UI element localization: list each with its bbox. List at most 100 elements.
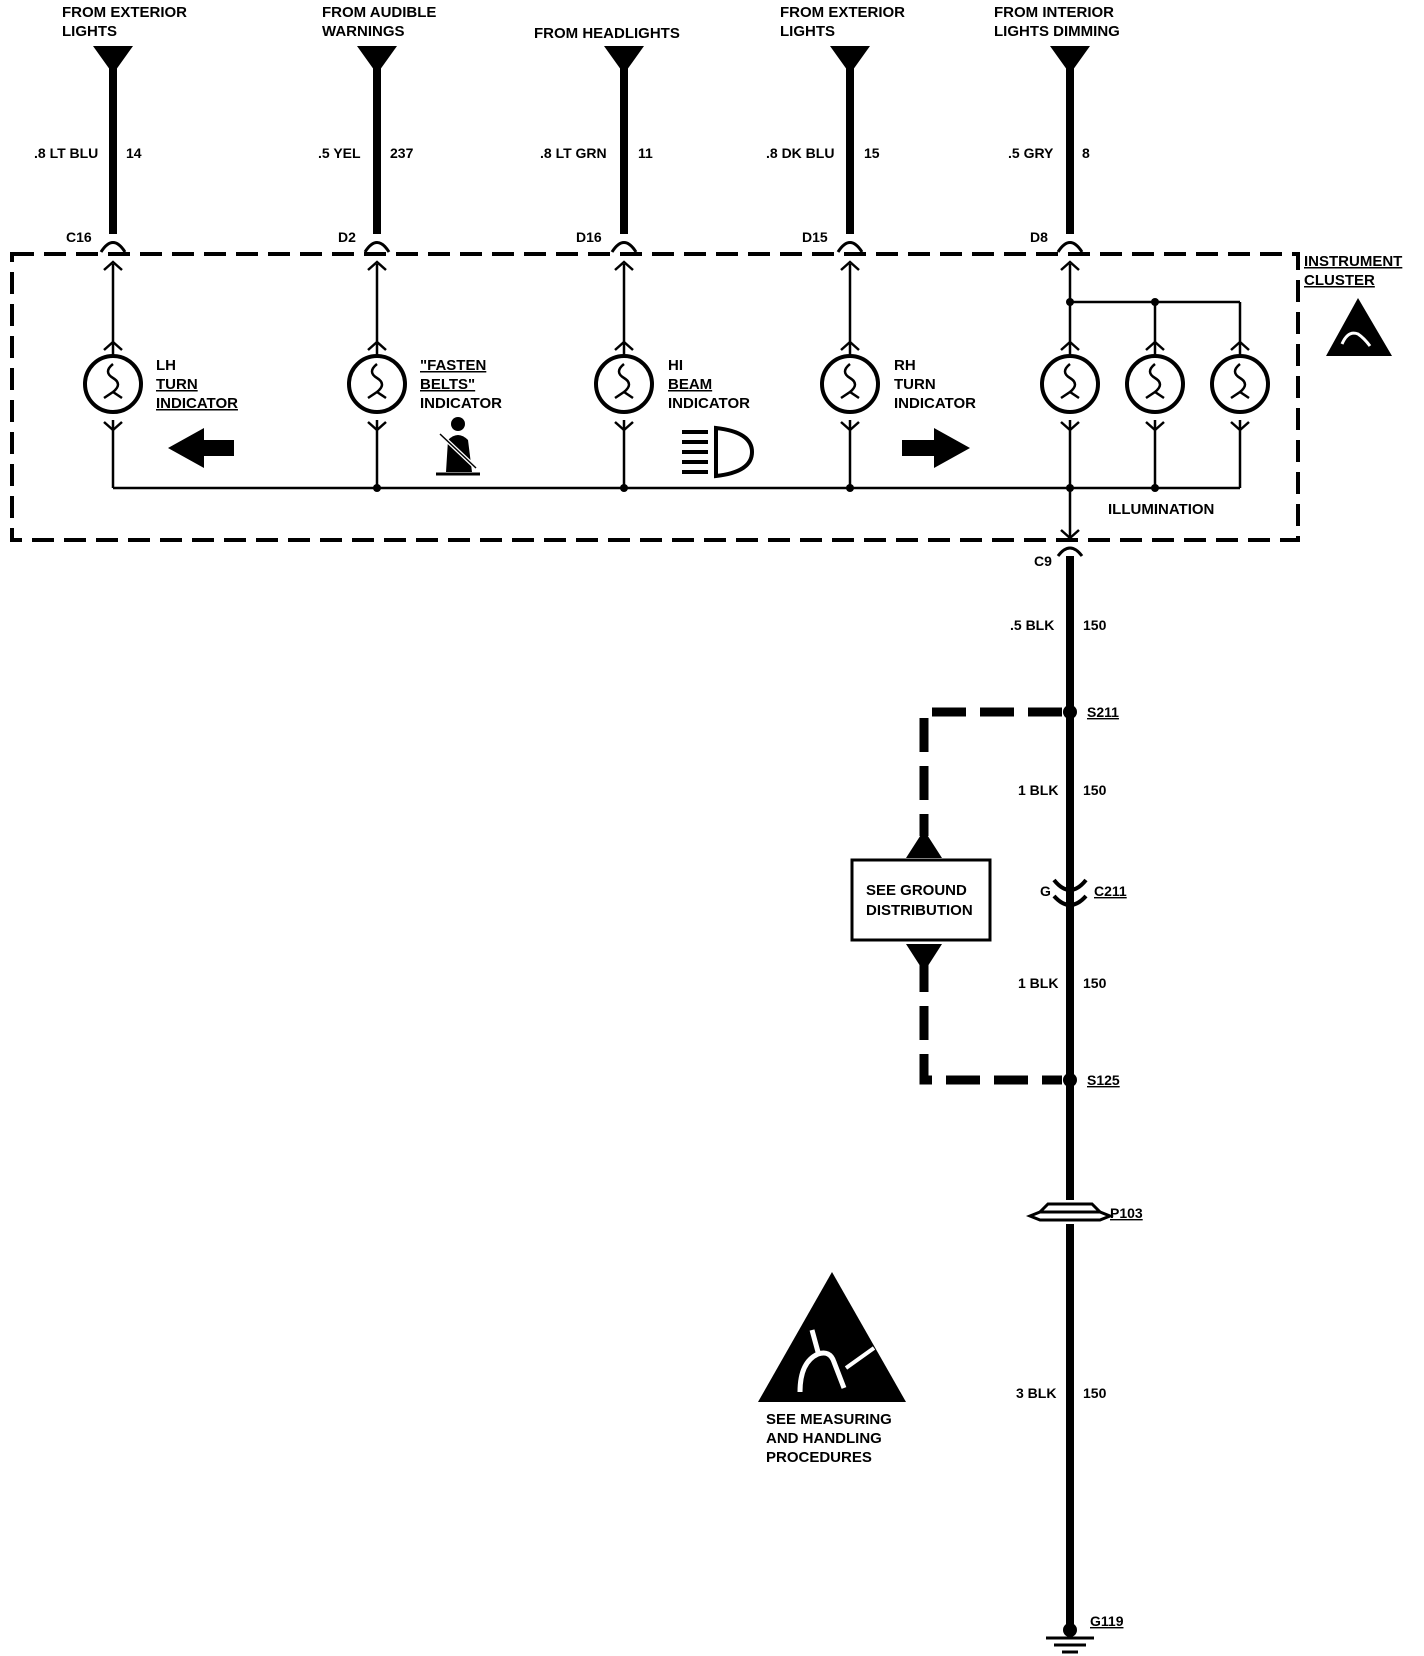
- indicator-label-lh-turn: LH TURN INDICATOR: [156, 357, 238, 412]
- connector-pin-icon: [836, 241, 864, 253]
- wire-circuit: 8: [1082, 145, 1090, 161]
- source-label: FROM HEADLIGHTS: [534, 25, 680, 42]
- left-arrow-icon: [168, 428, 234, 468]
- esd-note-line2: AND HANDLING: [766, 1430, 882, 1447]
- esd-note: SEE MEASURING AND HANDLING PROCEDURES: [758, 1272, 906, 1466]
- ground-distribution-line1: SEE GROUND: [866, 882, 967, 899]
- wire-circuit: 237: [390, 145, 414, 161]
- connector-c9-label: C9: [1034, 553, 1052, 569]
- source-label-line2: WARNINGS: [322, 23, 405, 40]
- connector-c211-icon-lower: [1052, 894, 1088, 907]
- junction-dots: [373, 298, 1159, 492]
- indicator-label-line: INDICATOR: [894, 395, 976, 412]
- ground-path: C9 .5 BLK 150 S211 1 BLK 150 G C211 1 BL…: [1010, 546, 1143, 1654]
- instrument-cluster-title-line2: CLUSTER: [1304, 272, 1375, 289]
- source-exterior-lights-lh: FROM EXTERIOR LIGHTS .8 LT BLU 14 C16: [34, 4, 187, 253]
- esd-warning-icon: [1326, 298, 1392, 356]
- bulb-illumination-2: [1125, 354, 1185, 414]
- ground-distribution-loop: SEE GROUND DISTRIBUTION: [850, 707, 1062, 1085]
- wire-size-color: .5 YEL: [318, 145, 361, 161]
- source-label-line1: FROM EXTERIOR: [780, 4, 905, 21]
- passthrough-p103-top: [1036, 1202, 1104, 1214]
- bulb-lh-turn: [83, 354, 143, 414]
- source-exterior-lights-rh: FROM EXTERIOR LIGHTS .8 DK BLU 15 D15: [766, 4, 905, 253]
- bulb-fasten-belts: [347, 354, 407, 414]
- source-label-line2: LIGHTS DIMMING: [994, 23, 1120, 40]
- splice-s211-dot: [1063, 705, 1077, 719]
- wire-circuit: 14: [126, 145, 142, 161]
- wire-circuit: 11: [638, 145, 653, 161]
- connector-pin-icon: [99, 241, 127, 253]
- passthrough-p103-label: P103: [1110, 1205, 1143, 1221]
- source-label-line2: LIGHTS: [780, 23, 835, 40]
- connector-c211-pin: G: [1040, 883, 1051, 899]
- source-label-line1: FROM EXTERIOR: [62, 4, 187, 21]
- ground-distribution-line2: DISTRIBUTION: [866, 902, 973, 919]
- splice-s125-dot: [1063, 1073, 1077, 1087]
- wire-size-color: 3 BLK: [1016, 1385, 1056, 1401]
- source-label-line1: FROM INTERIOR: [994, 4, 1114, 21]
- bulb-illumination-1: [1040, 354, 1100, 414]
- wire-circuit: 150: [1083, 1385, 1107, 1401]
- cluster-internal-wiring: [103, 260, 1250, 540]
- bulb-illumination-3: [1210, 354, 1270, 414]
- indicator-label-line: INDICATOR: [420, 395, 502, 412]
- indicator-label-fasten-belts: "FASTEN BELTS" INDICATOR: [420, 357, 502, 412]
- esd-large-warning-icon: [758, 1272, 906, 1402]
- seatbelt-icon: [436, 417, 480, 476]
- connector-label: C16: [66, 229, 92, 245]
- esd-note-line1: SEE MEASURING: [766, 1411, 892, 1428]
- indicator-label-hi-beam: HI BEAM INDICATOR: [668, 357, 750, 412]
- bulb-hi-beam: [594, 354, 654, 414]
- wire-circuit: 150: [1083, 617, 1107, 633]
- indicator-label-line: HI: [668, 357, 683, 374]
- connector-label: D2: [338, 229, 356, 245]
- splice-s125-label: S125: [1087, 1072, 1120, 1088]
- source-label-line2: LIGHTS: [62, 23, 117, 40]
- indicator-label-line: "FASTEN: [420, 357, 486, 374]
- ground-g119-label: G119: [1090, 1613, 1124, 1629]
- indicator-label-line: TURN: [156, 376, 198, 393]
- wire-size-color: 1 BLK: [1018, 782, 1058, 798]
- wire-circuit: 15: [864, 145, 880, 161]
- dashed-link-bottom: [919, 958, 1062, 1085]
- indicator-label-line: LH: [156, 357, 176, 374]
- indicator-label-line: BEAM: [668, 376, 712, 393]
- wire-circuit: 150: [1083, 975, 1107, 991]
- illumination-label: ILLUMINATION: [1108, 501, 1214, 518]
- indicator-label-rh-turn: RH TURN INDICATOR: [894, 357, 976, 412]
- connector-pin-icon: [363, 241, 391, 253]
- connector-pin-icon: [1056, 546, 1084, 557]
- source-label-line1: FROM AUDIBLE: [322, 4, 436, 21]
- wire-size-color: 1 BLK: [1018, 975, 1058, 991]
- bulb-rh-turn: [820, 354, 880, 414]
- connector-pin-icon: [1056, 241, 1084, 253]
- indicator-label-line: INDICATOR: [668, 395, 750, 412]
- connector-label: D16: [576, 229, 602, 245]
- wire-size-color: .5 GRY: [1008, 145, 1054, 161]
- source-interior-lights-dimming: FROM INTERIOR LIGHTS DIMMING .5 GRY 8 D8: [994, 4, 1120, 253]
- indicator-label-line: BELTS": [420, 376, 475, 393]
- connector-label: D8: [1030, 229, 1048, 245]
- connector-label: D15: [802, 229, 828, 245]
- high-beam-icon: [682, 425, 755, 479]
- connector-c211-label: C211: [1094, 883, 1127, 899]
- ground-distribution-box[interactable]: [850, 858, 992, 942]
- connector-c211-icon: [1052, 878, 1088, 892]
- wire-size-color: .8 LT GRN: [540, 145, 607, 161]
- indicator-label-line: TURN: [894, 376, 936, 393]
- arrow-down-icon: [906, 944, 942, 972]
- source-headlights: FROM HEADLIGHTS .8 LT GRN 11 D16: [534, 25, 680, 253]
- arrow-up-icon: [906, 830, 942, 858]
- right-arrow-icon: [902, 428, 970, 468]
- connector-pin-icon: [610, 241, 638, 253]
- indicator-label-line: RH: [894, 357, 916, 374]
- wire-size-color: .8 DK BLU: [766, 145, 834, 161]
- esd-note-line3: PROCEDURES: [766, 1449, 872, 1466]
- wire-size-color: .8 LT BLU: [34, 145, 98, 161]
- wire-circuit: 150: [1083, 782, 1107, 798]
- instrument-cluster-boundary: [10, 252, 1300, 542]
- instrument-cluster-title: INSTRUMENT: [1304, 253, 1402, 270]
- ground-icon: [1046, 1636, 1094, 1654]
